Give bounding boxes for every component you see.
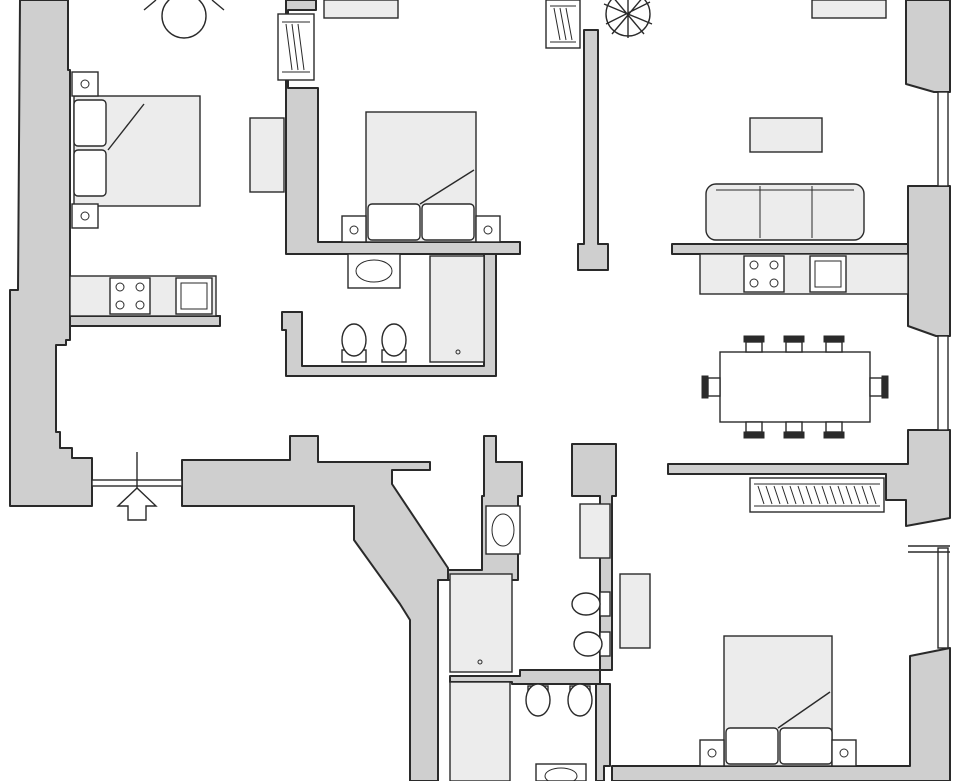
dresser-icon — [323, 0, 399, 19]
wall-east-pier-2 — [667, 429, 951, 527]
toilet-icon — [573, 631, 611, 657]
wall-bath-north — [281, 253, 497, 377]
plant-icon — [603, 0, 653, 38]
double-bed-icon — [365, 111, 477, 243]
toilet-icon — [341, 323, 367, 363]
nightstand-icon — [71, 203, 99, 229]
window-east-3 — [937, 547, 949, 649]
wall-west-exterior — [9, 0, 221, 507]
desk-icon — [249, 117, 285, 193]
bidet-icon — [571, 591, 611, 617]
nightstand-icon — [475, 215, 501, 243]
sink-icon — [175, 277, 213, 315]
dining — [701, 335, 889, 513]
wall-center-bedroom-west — [285, 0, 521, 255]
bidet-icon — [381, 323, 407, 363]
entrance-door — [116, 452, 158, 521]
living-room — [705, 0, 887, 241]
wall-living-counter — [671, 243, 909, 255]
entrance-arrow-icon — [116, 487, 158, 521]
double-bed-icon — [73, 95, 201, 207]
wall-south-column — [449, 443, 617, 781]
bedroom-south — [699, 635, 857, 767]
bathroom-south-b — [449, 681, 593, 781]
nightstand-icon — [699, 739, 725, 767]
bathroom-north — [341, 253, 485, 363]
wall-east-pier-3 — [611, 647, 951, 781]
bookshelf-icon — [749, 477, 885, 513]
cabinet-icon — [579, 503, 611, 559]
washbasin-icon — [485, 505, 521, 555]
wall-east-pier-1 — [907, 185, 951, 337]
coffee-table-icon — [749, 117, 823, 153]
shower-icon — [429, 255, 485, 363]
wardrobe-icon — [277, 13, 315, 81]
window-east-sill — [908, 545, 950, 553]
sofa-icon — [705, 183, 865, 241]
bathroom-south-a — [449, 503, 651, 673]
stove-icon — [109, 277, 151, 315]
bedroom-center — [323, 0, 581, 243]
chair-icon — [701, 335, 889, 439]
nightstand-icon — [341, 215, 367, 243]
tv-stand-icon — [811, 0, 887, 19]
armchair-icon — [143, 0, 225, 39]
nightstand-icon — [71, 71, 99, 97]
kitchen-east — [699, 253, 909, 295]
wall-central-horizontal — [181, 435, 449, 781]
dining-table-icon — [719, 351, 871, 423]
sink-icon — [809, 255, 847, 293]
wall-west-kitchenette-edge — [69, 315, 221, 327]
wall-central-pillar — [577, 29, 609, 271]
stove-icon — [743, 255, 785, 293]
walls — [9, 0, 951, 781]
shower-icon — [449, 573, 513, 673]
window-east-1 — [937, 91, 949, 187]
bedroom-west — [71, 0, 315, 229]
towel-rack-icon — [619, 573, 651, 649]
double-bed-icon — [723, 635, 833, 767]
shower-icon — [449, 681, 511, 781]
kitchenette-west — [69, 275, 217, 317]
window-east-2 — [937, 335, 949, 431]
toilet-icon — [525, 683, 551, 717]
washbasin-icon — [535, 763, 587, 781]
bidet-icon — [567, 683, 593, 717]
wall-east-exterior — [905, 0, 951, 93]
nightstand-icon — [831, 739, 857, 767]
washbasin-icon — [347, 253, 401, 289]
